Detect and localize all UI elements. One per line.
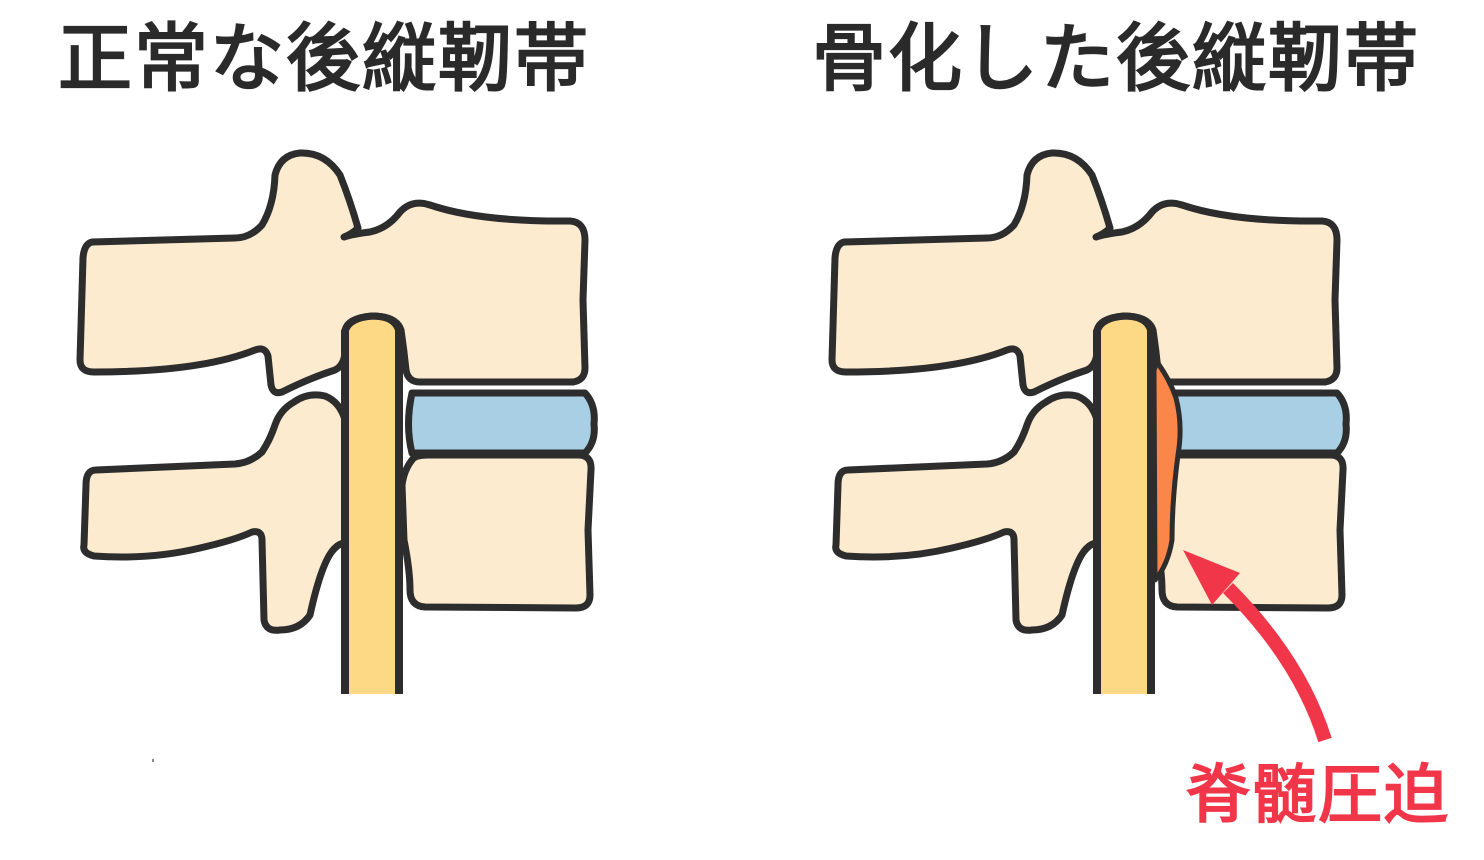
ossified-spine-panel [832,153,1346,743]
normal-spine-panel [80,153,594,694]
title-ossified-ligament: 骨化した後縦靭帯 [812,16,1420,102]
ossified-ligament [1151,359,1183,583]
compression-arrow-head [1183,550,1240,605]
compression-arrow-shaft [1223,583,1332,743]
stray-mark [152,759,154,762]
title-normal-ligament: 正常な後縦靭帯 [58,16,590,102]
spinal-cord-compression-label: 脊髄圧迫 [1186,759,1450,833]
